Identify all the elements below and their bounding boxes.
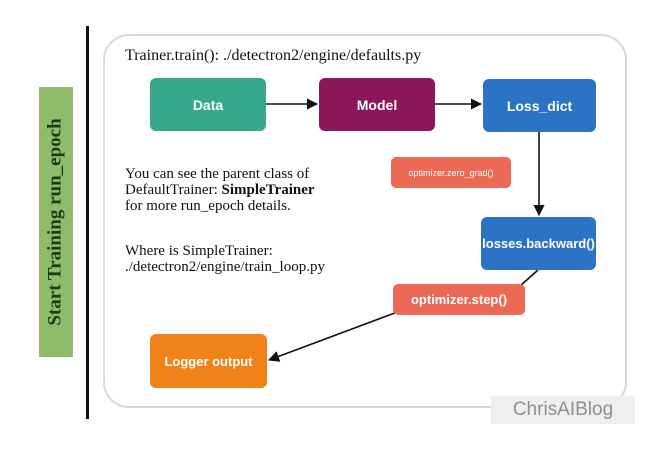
loss-dict-node: Loss_dict: [483, 79, 596, 132]
note1-line2-prefix: DefaultTrainer:: [125, 182, 222, 198]
note2-line1: Where is SimpleTrainer:: [125, 243, 273, 259]
side-label: Start Training run_epoch: [39, 87, 73, 357]
backward-node: losses.backward(): [481, 217, 596, 270]
note1-line2: DefaultTrainer: SimpleTrainer: [125, 182, 315, 198]
optimizer-step-node: optimizer.step(): [393, 284, 525, 315]
note-simpletrainer-location: Where is SimpleTrainer: ./detectron2/eng…: [125, 243, 325, 275]
note-parent-class: You can see the parent class of DefaultT…: [125, 166, 315, 214]
model-node: Model: [319, 78, 435, 131]
data-node: Data: [150, 78, 266, 131]
divider-line: [86, 26, 89, 419]
logger-output-node: Logger output: [150, 334, 267, 388]
note1-line3: for more run_epoch details.: [125, 198, 291, 214]
diagram-title: Trainer.train(): ./detectron2/engine/def…: [125, 47, 422, 64]
arrow-backward-to-step: [519, 269, 539, 287]
zero-grad-node: optimizer.zero_grad(): [391, 157, 511, 188]
note2-line2: ./detectron2/engine/train_loop.py: [125, 259, 325, 275]
arrow-step-to-logger: [267, 310, 401, 362]
note1-line2-bold: SimpleTrainer: [221, 182, 315, 198]
watermark: ChrisAIBlog: [491, 396, 635, 424]
note1-line1: You can see the parent class of: [125, 166, 310, 182]
